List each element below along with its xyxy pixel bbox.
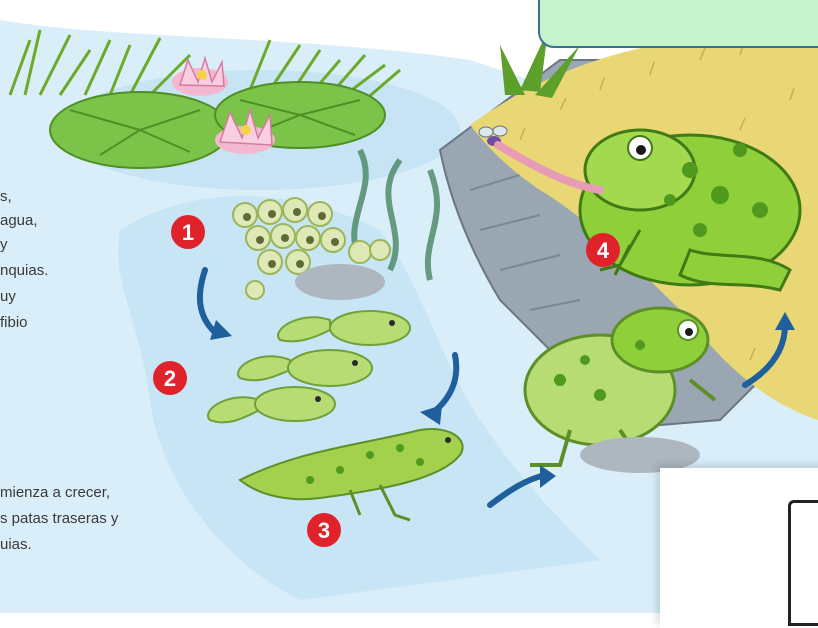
text-fragment: fibio bbox=[0, 312, 28, 334]
text-fragment: s, bbox=[0, 186, 12, 208]
text-fragment: uy bbox=[0, 286, 16, 308]
green-callout-box bbox=[538, 0, 818, 48]
text-fragment: y bbox=[0, 234, 8, 256]
stage-number-4: 4 bbox=[597, 238, 610, 263]
stage-number-2: 2 bbox=[164, 366, 176, 391]
rock bbox=[295, 264, 385, 300]
stage-badge-1: 1 bbox=[171, 215, 205, 249]
stage-number-3: 3 bbox=[318, 518, 330, 543]
overlay-inner-frame bbox=[788, 500, 818, 626]
text-fragment: nquias. bbox=[0, 260, 48, 282]
text-fragment: mienza a crecer, bbox=[0, 482, 110, 504]
text-fragment: uias. bbox=[0, 534, 32, 556]
stage-badge-4: 4 bbox=[586, 233, 620, 267]
stage-badge-3: 3 bbox=[307, 513, 341, 547]
stage-number-1: 1 bbox=[182, 220, 194, 245]
text-fragment: s patas traseras y bbox=[0, 508, 118, 530]
stage-badge-2: 2 bbox=[153, 361, 187, 395]
text-fragment: agua, bbox=[0, 210, 38, 232]
